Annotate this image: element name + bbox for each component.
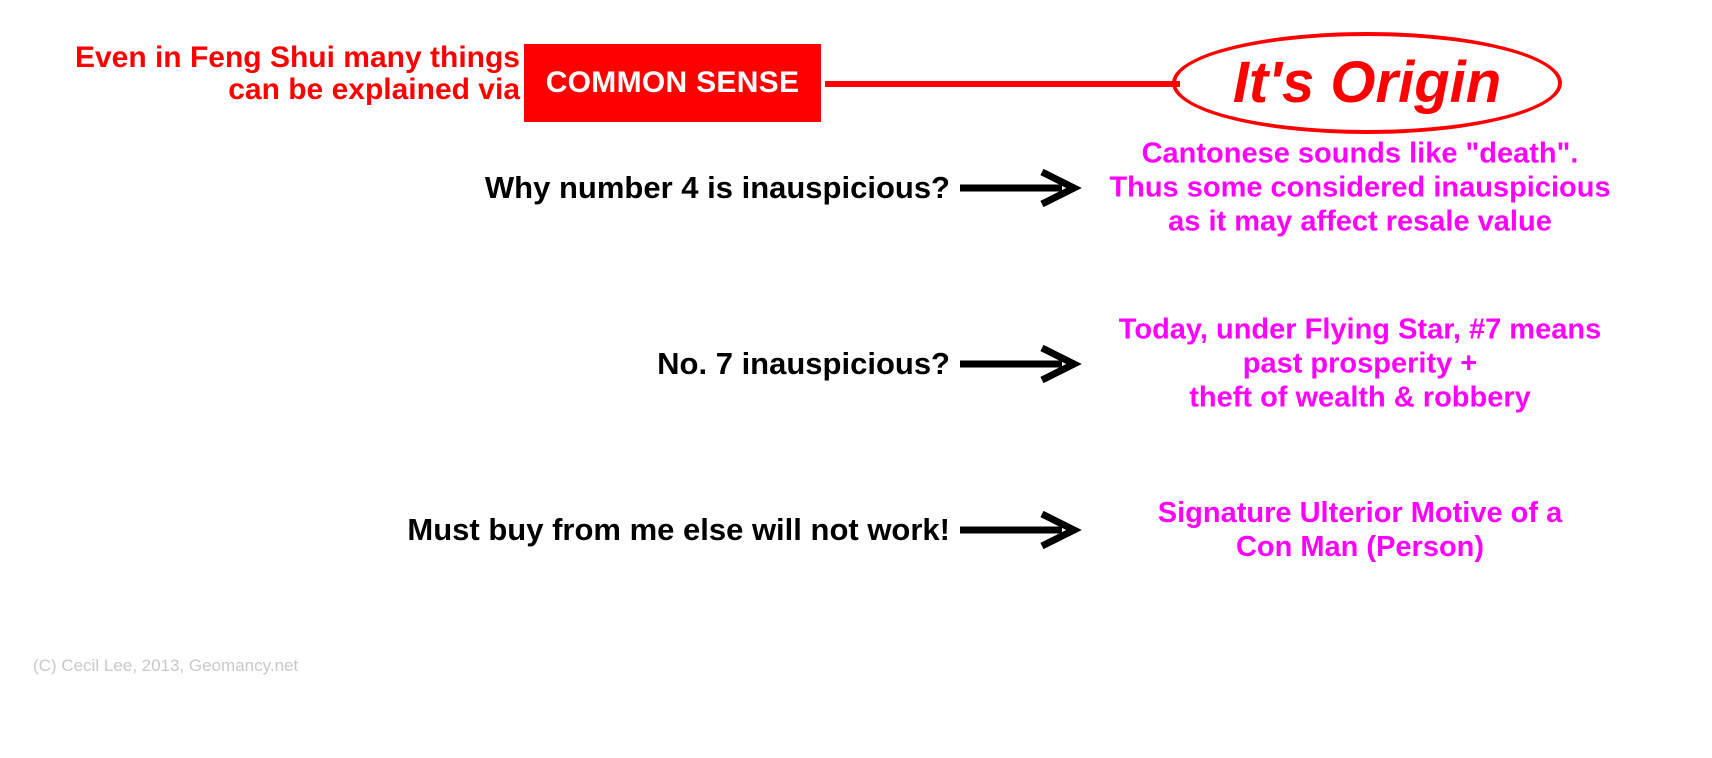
answer-text: Cantonese sounds like "death". Thus some… [1109,137,1611,239]
answer-text: Signature Ulterior Motive of a Con Man (… [1157,496,1563,563]
arrow-right-icon [958,344,1082,384]
copyright-credit: (C) Cecil Lee, 2013, Geomancy.net [33,656,299,675]
common-sense-label: COMMON SENSE [545,66,800,99]
question-text: Must buy from me else will not work! [407,511,950,547]
common-sense-box: COMMON SENSE [524,44,821,122]
question-text: No. 7 inauspicious? [657,345,950,381]
header-lead-text: Even in Feng Shui many things can be exp… [74,41,520,107]
origin-ellipse: It's Origin [1172,32,1562,134]
arrow-right-icon [958,168,1082,208]
answer-text: Today, under Flying Star, #7 means past … [1118,313,1602,415]
origin-label: It's Origin [1232,50,1502,115]
arrow-right-icon [958,510,1082,550]
connector-line [825,81,1180,87]
question-text: Why number 4 is inauspicious? [484,169,950,205]
